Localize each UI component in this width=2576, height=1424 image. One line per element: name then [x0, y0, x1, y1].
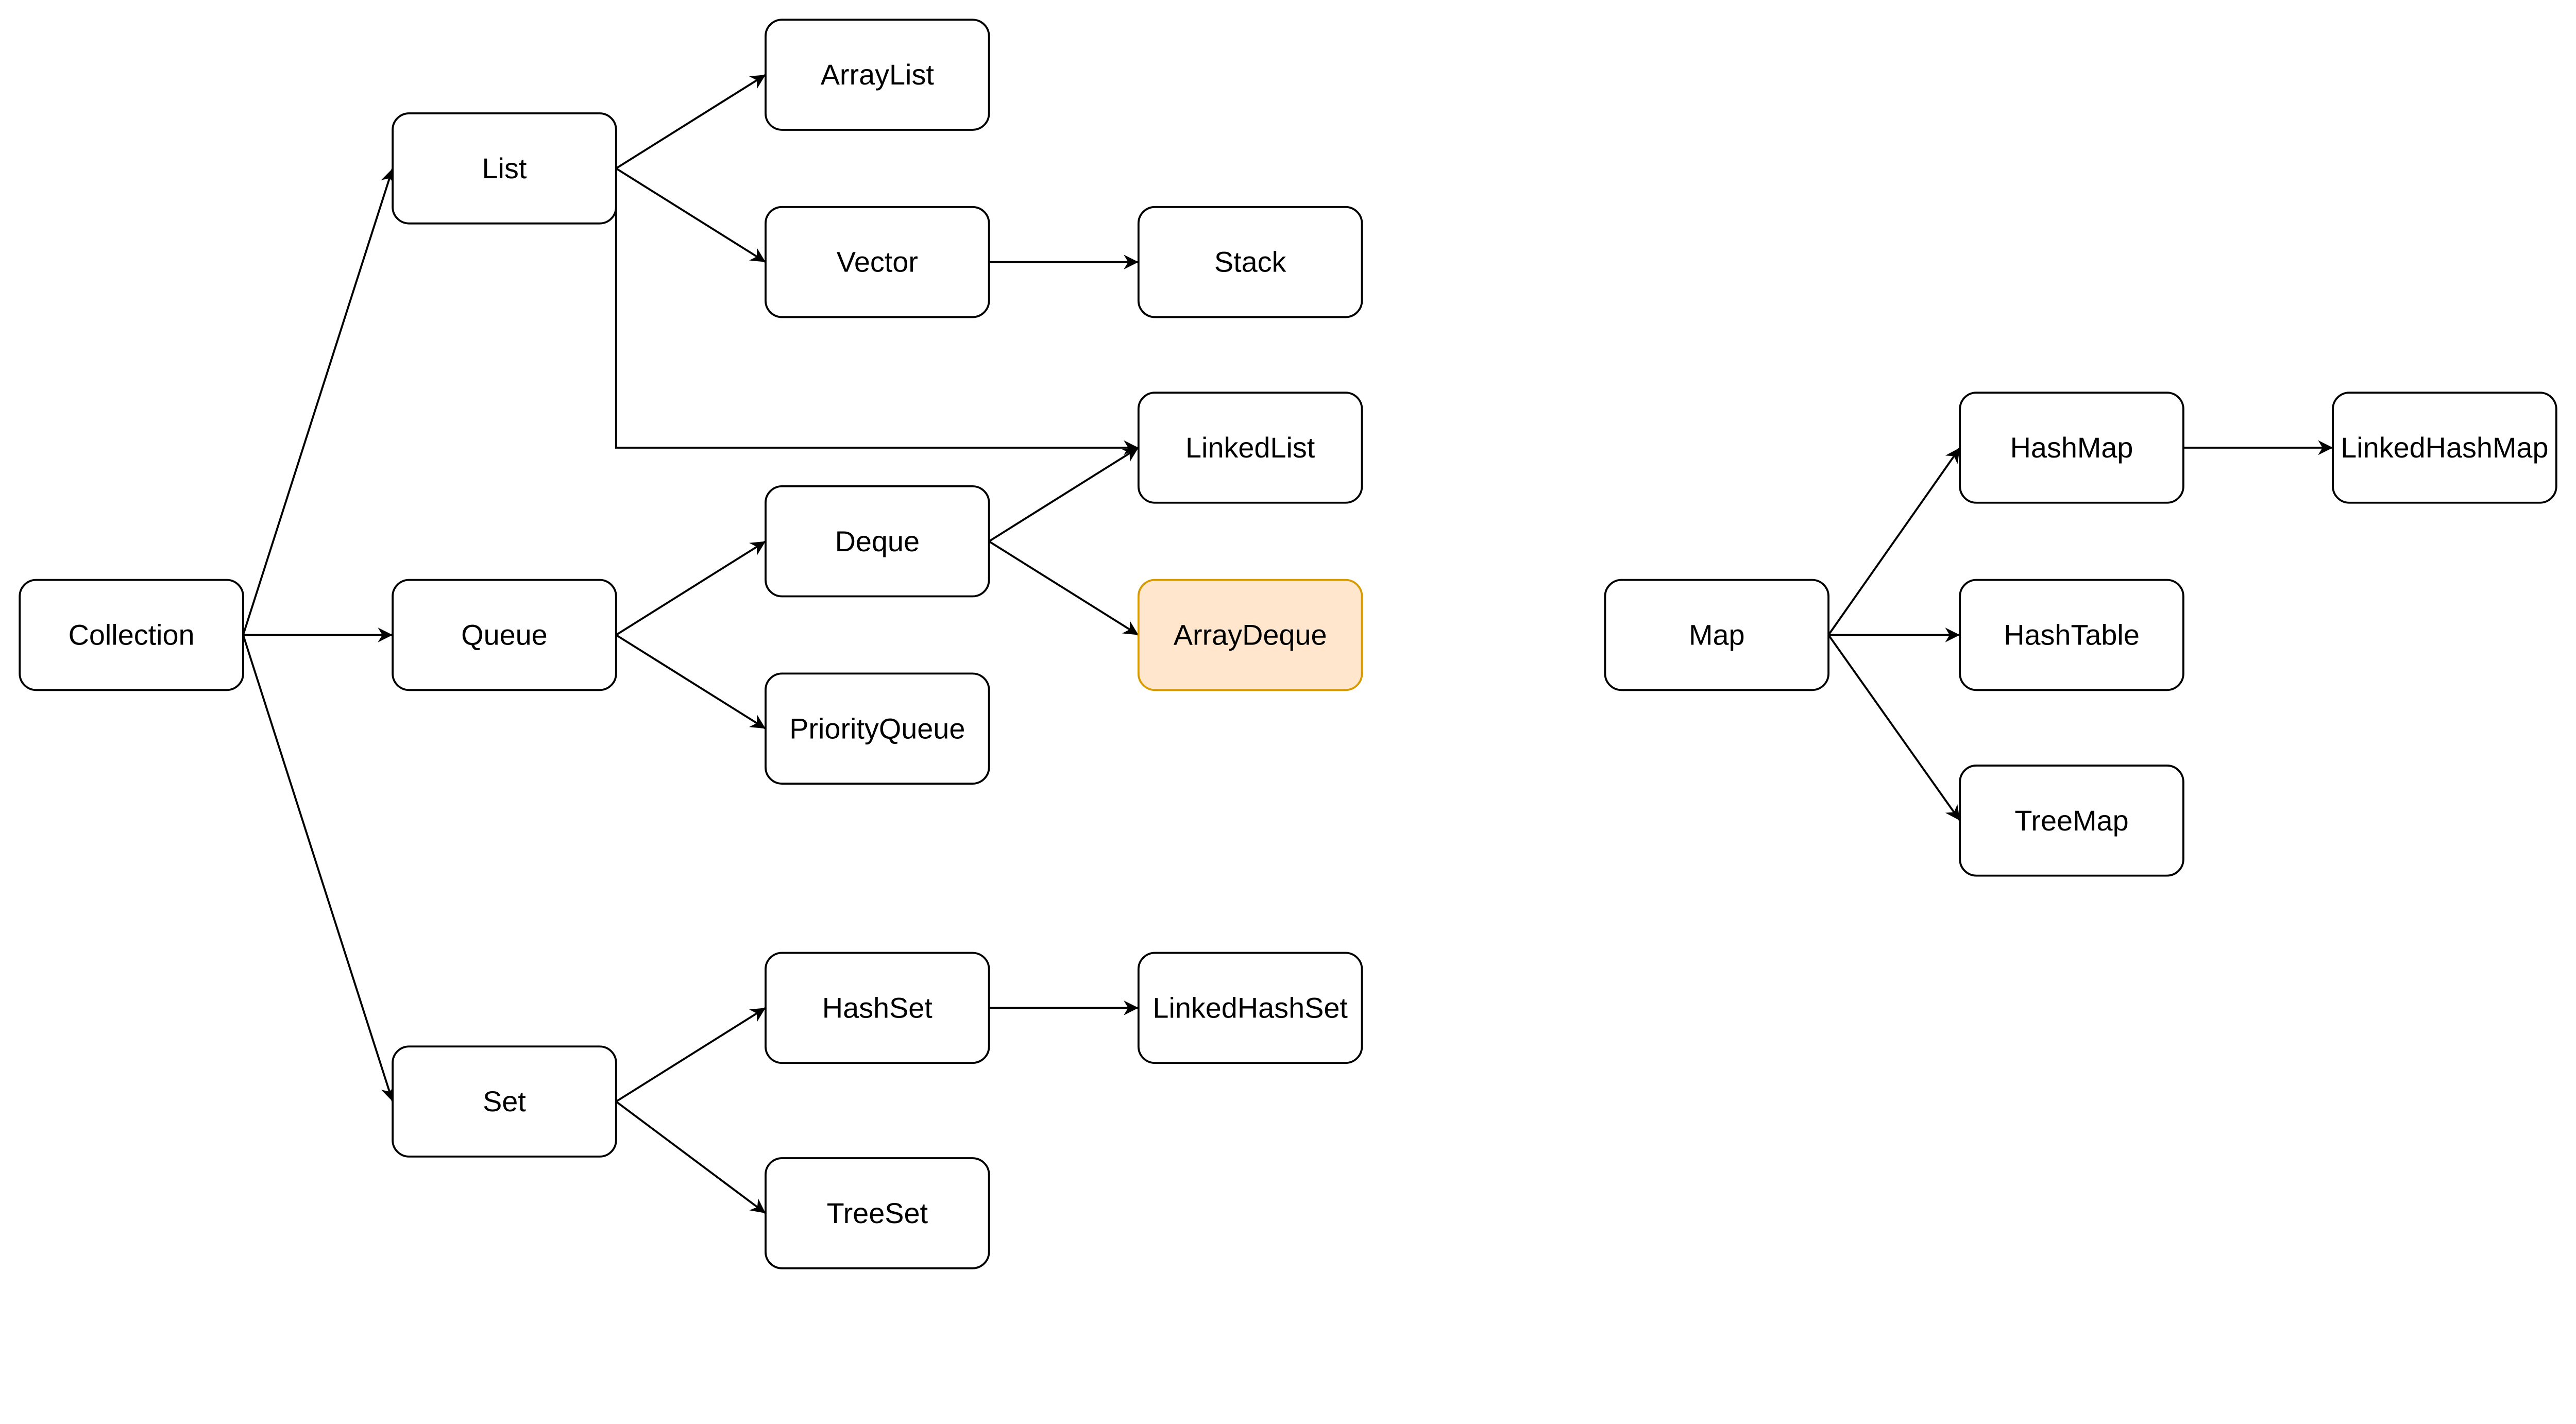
node-box: [1137, 952, 1363, 1064]
node-label: LinkedHashSet: [1153, 991, 1348, 1024]
node-label: ArrayDeque: [1174, 619, 1327, 651]
node-vector[interactable]: Vector: [765, 206, 990, 318]
edge-list-to-vector: [615, 167, 766, 263]
node-arraylist[interactable]: ArrayList: [765, 19, 990, 131]
edge-list-to-arraylist: [615, 74, 766, 169]
node-label: HashTable: [2004, 619, 2140, 651]
node-arraydeque[interactable]: ArrayDeque: [1137, 579, 1363, 691]
edge-queue-to-deque: [615, 540, 766, 636]
node-label: Deque: [835, 525, 920, 557]
node-treeset[interactable]: TreeSet: [765, 1157, 990, 1269]
node-box: [1959, 765, 2184, 877]
node-label: TreeMap: [2014, 804, 2128, 837]
node-box: [19, 579, 244, 691]
node-stack[interactable]: Stack: [1137, 206, 1363, 318]
node-box: [765, 952, 990, 1064]
node-list[interactable]: List: [392, 112, 617, 225]
node-deque[interactable]: Deque: [765, 485, 990, 598]
node-hashset[interactable]: HashSet: [765, 952, 990, 1064]
node-set[interactable]: Set: [392, 1045, 617, 1158]
node-box: [1137, 579, 1363, 691]
node-linkedlist[interactable]: LinkedList: [1137, 392, 1363, 504]
node-label: Set: [483, 1085, 526, 1117]
node-linkedhashset[interactable]: LinkedHashSet: [1137, 952, 1363, 1064]
node-box: [1137, 206, 1363, 318]
node-box: [765, 206, 990, 318]
node-label: Queue: [461, 619, 548, 651]
node-box: [1959, 579, 2184, 691]
node-label: LinkedHashMap: [2341, 431, 2548, 464]
edge-list-to-linkedlist: [615, 168, 1139, 455]
edges-layer: [242, 74, 2333, 1214]
node-linkedhashmap[interactable]: LinkedHashMap: [2332, 392, 2557, 504]
node-label: HashSet: [822, 991, 933, 1024]
edge-collection-to-set: [242, 634, 396, 1102]
node-collection[interactable]: Collection: [19, 579, 244, 691]
node-box: [1604, 579, 1830, 691]
node-box: [765, 485, 990, 598]
node-queue[interactable]: Queue: [392, 579, 617, 691]
node-label: Map: [1689, 619, 1745, 651]
edge-set-to-treeset: [615, 1100, 767, 1214]
node-label: LinkedList: [1185, 431, 1315, 464]
node-priorityqueue[interactable]: PriorityQueue: [765, 672, 990, 785]
node-box: [392, 1045, 617, 1158]
node-label: ArrayList: [821, 58, 935, 91]
node-box: [1959, 392, 2184, 504]
node-hashmap[interactable]: HashMap: [1959, 392, 2184, 504]
node-box: [2332, 392, 2557, 504]
edge-map-to-treemap: [1827, 634, 1961, 821]
edge-deque-to-linkedlist: [988, 447, 1139, 543]
node-box: [392, 579, 617, 691]
node-label: PriorityQueue: [789, 712, 965, 744]
node-label: Vector: [837, 246, 918, 278]
node-label: TreeSet: [827, 1197, 928, 1229]
node-label: List: [482, 152, 527, 184]
node-treemap[interactable]: TreeMap: [1959, 765, 2184, 877]
node-box: [1137, 392, 1363, 504]
edge-collection-to-list: [242, 168, 396, 636]
node-box: [392, 112, 617, 225]
node-box: [765, 1157, 990, 1269]
edge-deque-to-arraydeque: [988, 540, 1139, 636]
node-box: [765, 19, 990, 131]
node-label: Collection: [69, 619, 195, 651]
node-label: Stack: [1214, 246, 1286, 278]
node-hashtable[interactable]: HashTable: [1959, 579, 2184, 691]
edge-set-to-hashset: [615, 1007, 766, 1103]
edge-map-to-hashmap: [1827, 447, 1961, 636]
node-label: HashMap: [2010, 431, 2133, 464]
node-map[interactable]: Map: [1604, 579, 1830, 691]
node-box: [765, 672, 990, 785]
edge-queue-to-priorityqueue: [615, 634, 766, 730]
